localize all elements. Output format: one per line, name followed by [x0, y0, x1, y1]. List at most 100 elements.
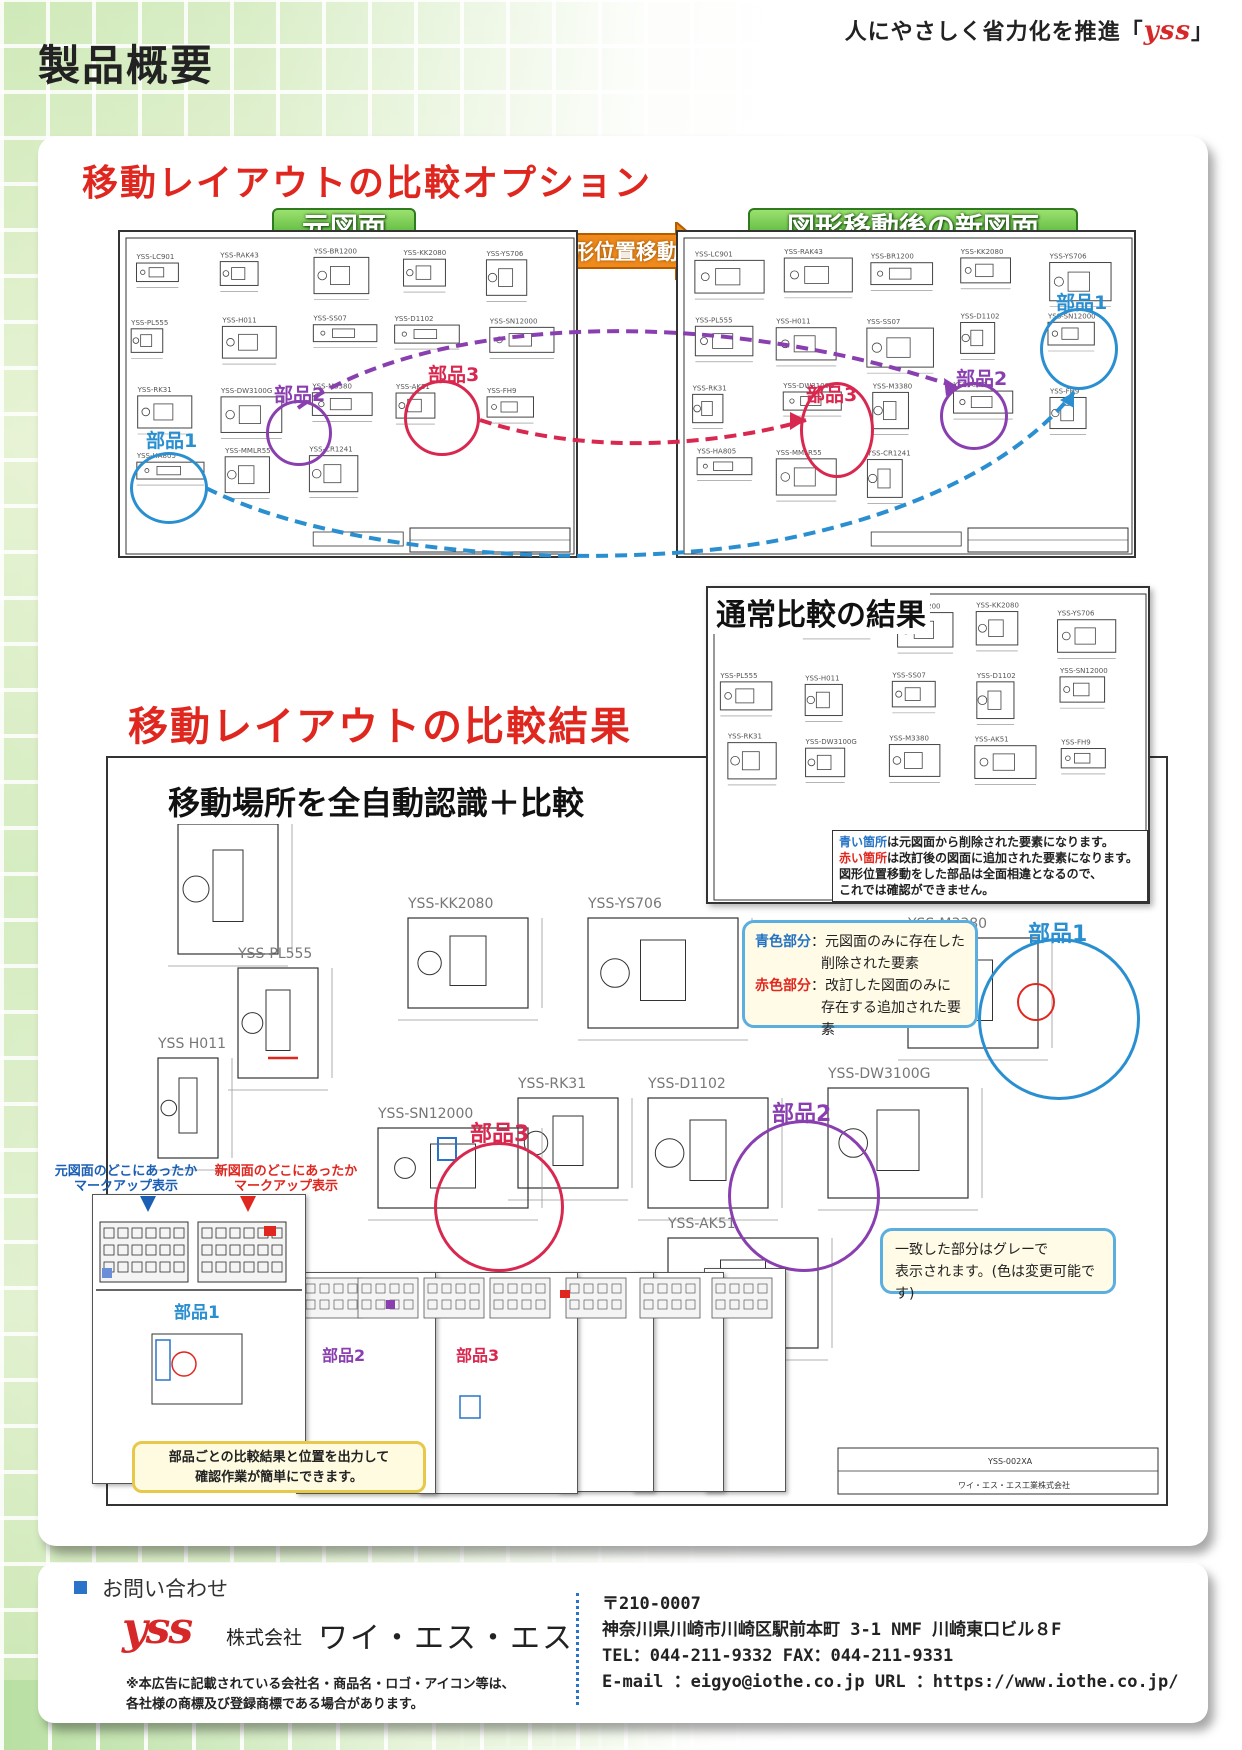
- detail-part-code: YSS-SN12000: [377, 1106, 473, 1122]
- part-code-label: YSS-BR1200: [313, 247, 357, 255]
- output-page1-art: [96, 1221, 302, 1405]
- part-code-label: YSS-RK31: [692, 384, 727, 392]
- part-code-label: YSS-YS706: [1049, 253, 1087, 261]
- part-code-label: YSS-FH9: [1060, 739, 1090, 747]
- email-url: E-mail ：eigyo@iothe.co.jp URL ：https://w…: [602, 1672, 1179, 1692]
- normal-compare-title: 通常比較の結果: [712, 590, 930, 634]
- part-code-label: YSS-MMLR55: [224, 447, 270, 455]
- part-code-label: YSS-CR1241: [308, 446, 352, 454]
- part-code-label: YSS-LC901: [135, 253, 174, 261]
- part-code-label: YSS-HA805: [696, 448, 736, 456]
- part-code-label: YSS-SN12000: [1059, 667, 1108, 675]
- part3-label-original: 部品3: [428, 364, 480, 386]
- detail-part-code: YSS H011: [157, 1036, 226, 1052]
- title-block-code: YSS-002XA: [987, 1457, 1033, 1466]
- tel-fax: TEL：044-211-9332 FAX：044-211-9331: [602, 1646, 954, 1666]
- part-code-label: YSS-H011: [221, 316, 256, 324]
- title-block-company: ワイ・エス・エス工業株式会社: [958, 1480, 1070, 1490]
- detail-part-code: YSS-DW3100G: [827, 1066, 930, 1082]
- trademark-line1: ※本広告に記載されている会社名・商品名・ロゴ・アイコン等は、: [126, 1677, 515, 1692]
- gray-note-line2: 表示されます。(色は変更可能です): [895, 1264, 1096, 1302]
- part-code-label: YSS-DW3100G: [220, 387, 272, 395]
- part-code-label: YSS-KK2080: [975, 602, 1019, 610]
- part2-label-new: 部品2: [956, 368, 1008, 390]
- page1-part1-label: 部品1: [174, 1303, 220, 1323]
- section2-title: 移動レイアウトの比較結果: [128, 704, 632, 750]
- note-line4: これでは確認ができません。: [839, 883, 995, 897]
- part1-label-new: 部品1: [1056, 292, 1108, 314]
- part-code-label: YSS-KK2080: [403, 249, 447, 257]
- part-code-label: YSS-YS706: [485, 250, 523, 258]
- part-code-label: YSS-SN12000: [489, 317, 538, 325]
- company-name: ワイ・エス・エス: [318, 1621, 574, 1656]
- detail-part1-circle: [978, 938, 1140, 1100]
- tagline-text: 人にやさしく省力化を推進「: [844, 20, 1144, 45]
- part-code-label: YSS-PL555: [694, 316, 732, 324]
- part3-circle-new: [800, 382, 874, 478]
- part-code-label: YSS-DW3100G: [782, 382, 834, 390]
- detail-part-code: YSS-AK51: [667, 1216, 736, 1232]
- part-code-label: YSS-SS07: [866, 318, 900, 326]
- street-address: 神奈川県川崎市川崎区駅前本町 3-1 NMF 川崎東口ビル８F: [602, 1620, 1062, 1640]
- part-code-label: YSS-LC901: [694, 250, 733, 258]
- part-code-label: YSS-DW3100G: [805, 738, 857, 746]
- part-code-label: YSS-SS07: [312, 315, 346, 323]
- part-code-label: YSS-D1102: [394, 315, 434, 323]
- detail-part3-circle: [434, 1142, 564, 1272]
- part-code-label: YSS-PL555: [719, 672, 757, 680]
- company-logo: yss: [122, 1603, 193, 1654]
- part1-label-original: 部品1: [146, 430, 198, 452]
- note-red-word: 赤い箇所: [839, 851, 888, 865]
- part-code-label: YSS-FH9: [486, 387, 516, 395]
- section1-title: 移動レイアウトの比較オプション: [82, 163, 653, 204]
- note-blue-rest: は元図面から削除された要素になります。: [887, 835, 1114, 849]
- page2-part2-label: 部品2: [322, 1346, 366, 1365]
- legend-blue-key: 青色部分: [755, 934, 811, 950]
- output-note-line2: 確認作業が簡単にできます。: [195, 1470, 363, 1485]
- part-code-label: YSS-RAK43: [783, 248, 823, 256]
- part-code-label: YSS-M3380: [888, 735, 929, 743]
- tagline: 人にやさしく省力化を推進「yss」: [845, 14, 1214, 46]
- output-note-box: 部品ごとの比較結果と位置を出力して 確認作業が簡単にできます。: [132, 1441, 426, 1493]
- postal-code: 〒210-0007: [602, 1594, 701, 1614]
- detail-part2-circle: [728, 1120, 880, 1272]
- page3-part3-label: 部品3: [456, 1346, 500, 1365]
- part-code-label: YSS-RAK43: [219, 252, 259, 260]
- legend-red-text1: ：改訂した図面のみに: [811, 978, 951, 994]
- part-code-label: YSS-H011: [804, 674, 839, 682]
- part-code-label: YSS-PL555: [130, 319, 168, 327]
- legend-red-text2: 存在する追加された要素: [821, 1000, 961, 1038]
- trademark-line2: 各社様の商標及び登録商標である場合があります。: [126, 1697, 424, 1712]
- gray-note-bubble: 一致した部分はグレーで 表示されます。(色は変更可能です): [880, 1228, 1116, 1302]
- part1-circle-new: [1040, 308, 1118, 390]
- detail-part-code: YSS-YS706: [587, 896, 662, 912]
- part-code-label: YSS-BR1200: [870, 253, 914, 261]
- detail-part-code: YSS-PL555: [237, 946, 312, 962]
- part2-label-original: 部品2: [274, 384, 326, 406]
- part-code-label: YSS-D1102: [960, 312, 1000, 320]
- auto-recognize-title: 移動場所を全自動認識＋比較: [162, 778, 591, 824]
- part-code-label: YSS-YS706: [1057, 610, 1095, 618]
- contact-divider: [576, 1593, 579, 1705]
- detail-part-code: YSS-D1102: [647, 1076, 726, 1092]
- gray-note-line1: 一致した部分はグレーで: [895, 1242, 1049, 1258]
- part-code-label: YSS-CR1241: [866, 450, 910, 458]
- trademark-note: ※本広告に記載されている会社名・商品名・ロゴ・アイコン等は、 各社様の商標及び登…: [126, 1675, 566, 1715]
- part-code-label: YSS-RK31: [727, 733, 762, 741]
- note-blue-word: 青い箇所: [839, 835, 888, 849]
- part-code-label: YSS-RK31: [137, 386, 172, 394]
- part2-circle-new: [940, 382, 1008, 450]
- markup-new-caption: 新図面のどこにあったか マークアップ表示: [214, 1164, 358, 1194]
- detail-part-code: YSS-KK2080: [407, 896, 493, 912]
- part-code-label: YSS-FH9: [1049, 387, 1079, 395]
- normal-compare-note: 青い箇所は元図面から削除された要素になります。 赤い箇所は改訂後の図面に追加され…: [832, 830, 1148, 902]
- part-code-label: YSS-D1102: [976, 672, 1016, 680]
- part-code-label: YSS-MMLR55: [775, 449, 821, 457]
- contact-square-icon: [74, 1581, 87, 1594]
- part2-circle-original: [266, 400, 332, 466]
- part3-circle-original: [404, 380, 480, 456]
- markup-original-caption: 元図面のどこにあったか マークアップ表示: [54, 1164, 198, 1194]
- part3-label-new: 部品3: [806, 384, 858, 406]
